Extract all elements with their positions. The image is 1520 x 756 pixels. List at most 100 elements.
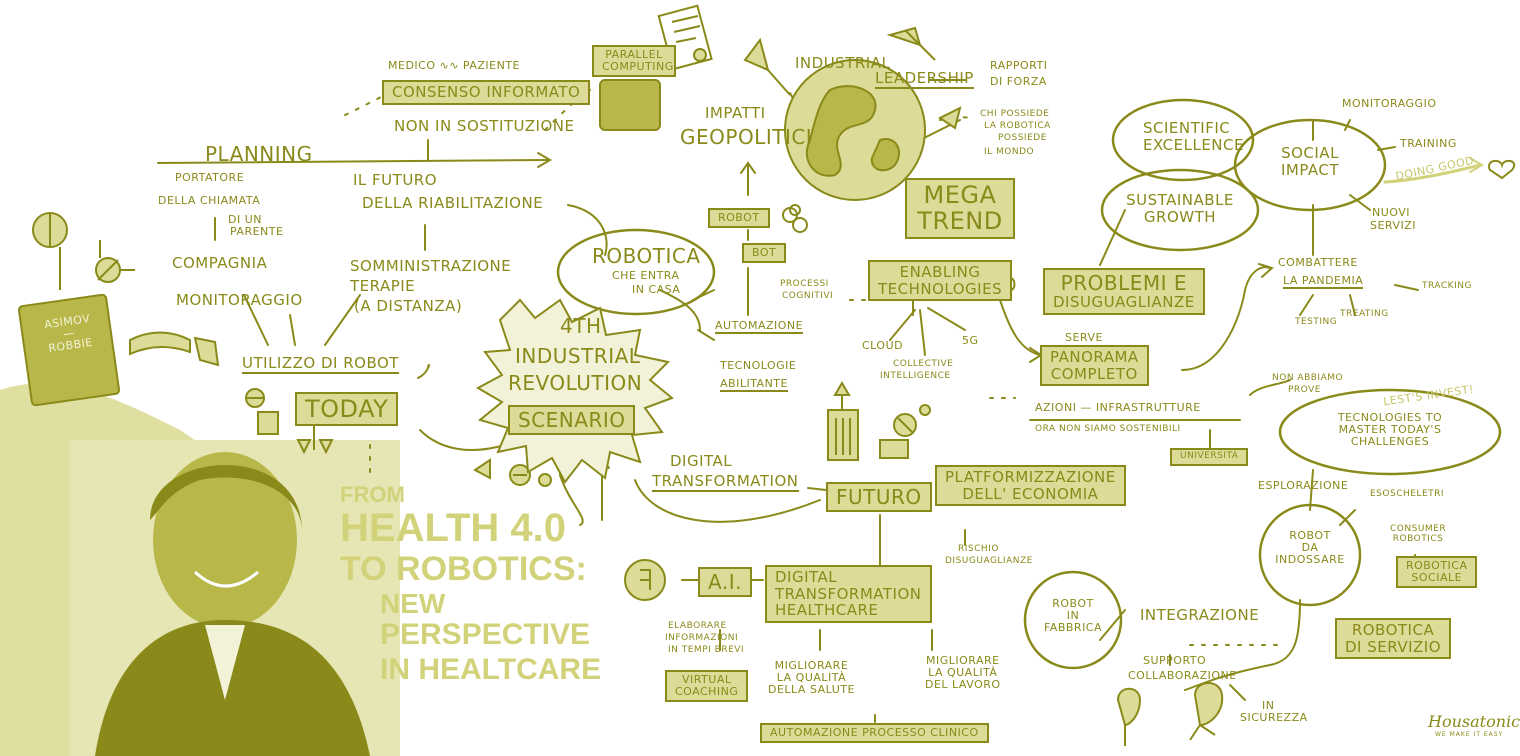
parallel-computing-box: PARALLEL COMPUTING bbox=[592, 45, 676, 78]
robotica-servizio-box: ROBOTICA DI SERVIZIO bbox=[1335, 618, 1452, 659]
compagnia-label: COMPAGNIA bbox=[172, 254, 268, 272]
di-forza-label: DI FORZA bbox=[990, 75, 1047, 88]
disuguaglianze-label: DISUGUAGLIANZE bbox=[1053, 293, 1195, 311]
revolution-label: REVOLUTION bbox=[508, 371, 643, 395]
pandemia-label: la PANDEMIA bbox=[1283, 274, 1364, 290]
azioni-label: AZIONI — INFRASTRUTTURE bbox=[1035, 401, 1201, 414]
mega-trend-box: MEGA TREND bbox=[905, 178, 1015, 239]
robot-box: ROBOT bbox=[708, 208, 770, 229]
robot-fabbrica-block: ROBOT IN FABBRICA bbox=[1040, 597, 1106, 635]
completo-label: COMPLETO bbox=[1050, 364, 1138, 383]
challenges-label: CHALLENGES bbox=[1350, 435, 1430, 449]
virtual-label: VIRTUAL bbox=[681, 673, 732, 686]
migliorare-lavoro-line1: MIGLIORARE bbox=[925, 654, 1000, 667]
il-mondo-label: IL MONDO bbox=[984, 147, 1035, 157]
integrazione-label: INTEGRAZIONE bbox=[1140, 606, 1260, 624]
migliorare-lavoro-line3: del LAVORO bbox=[925, 678, 1001, 692]
five-g-label: 5G bbox=[962, 334, 979, 347]
robot-indossare-line3: INDOSSARE bbox=[1275, 553, 1345, 567]
social-impact-block: SOCIAL IMPACT bbox=[1268, 145, 1352, 178]
cloud-label: CLOUD bbox=[862, 339, 904, 352]
planning-label: PLANNING bbox=[205, 142, 313, 166]
processi-label: PROCESSI bbox=[780, 279, 829, 289]
burst-shape bbox=[475, 298, 674, 484]
migliorare-salute-line3: della SALUTE bbox=[768, 683, 855, 697]
distanza-label: (a DISTANZA) bbox=[354, 297, 463, 315]
problemi-label: PROBLEMI e bbox=[1060, 271, 1188, 295]
hero-new: NEW bbox=[380, 588, 446, 619]
industrial-revolution-label: INDUSTRIAL bbox=[515, 344, 641, 368]
dt-healthcare-box: DIGITAL TRANSFORMATION HEALTHCARE bbox=[765, 565, 932, 623]
treating-label: TREATING bbox=[1340, 309, 1389, 319]
elaborare-label: ELABORARE bbox=[668, 621, 727, 631]
leadership-label: LEADERSHIP bbox=[875, 69, 974, 89]
economia-label: dell' ECONOMIA bbox=[962, 484, 1099, 503]
informazioni-label: INFORMAZIONI bbox=[665, 633, 739, 643]
platformizzazione-box: PLATFORMIZZAZIONE dell' ECONOMIA bbox=[935, 465, 1126, 506]
robot-indossare-block: ROBOT DA INDOSSARE bbox=[1270, 529, 1350, 567]
monitoraggio-left-label: MONITORAGGIO bbox=[176, 291, 303, 309]
social-label: SOCIAL bbox=[1281, 144, 1339, 162]
panorama-label: PANORAMA bbox=[1050, 348, 1139, 366]
trend-label: TREND bbox=[917, 207, 1003, 236]
hero-to-robotics: to ROBOTICS: bbox=[340, 550, 587, 588]
brand-logo: Housatonic bbox=[1428, 712, 1520, 731]
excellence-label: EXCELLENCE bbox=[1143, 135, 1244, 154]
tecnologies-to-label: TECNOLOGIES TO bbox=[1337, 411, 1443, 424]
collaborazione-label: COLLABORAZIONE bbox=[1128, 669, 1237, 682]
tracking-label: TRACKING bbox=[1422, 281, 1472, 291]
migliorare-lavoro-line2: la QUALITÀ bbox=[928, 666, 998, 680]
problemi-box: PROBLEMI e DISUGUAGLIANZE bbox=[1043, 268, 1205, 315]
industrial-label: INDUSTRIAL bbox=[795, 54, 891, 72]
digital-label: DIGITAL bbox=[670, 452, 733, 470]
sustainable-label: SUSTAINABLE bbox=[1126, 191, 1234, 209]
non-abbiamo-label: NON ABBIAMO bbox=[1272, 373, 1344, 383]
head-icon bbox=[624, 559, 1224, 746]
dt-healthcare-line3: HEALTHCARE bbox=[775, 601, 879, 619]
robot-arm-icon bbox=[17, 212, 220, 407]
robotica-sociale-line2: SOCIALE bbox=[1411, 571, 1463, 585]
training-label: TRAINING bbox=[1400, 137, 1457, 150]
possiede-label: POSSIEDE bbox=[998, 133, 1047, 143]
growth-label: GROWTH bbox=[1143, 207, 1217, 226]
la-robotica-label: LA ROBOTICA bbox=[984, 121, 1051, 131]
combattere-label: COMBATTERE bbox=[1278, 256, 1358, 269]
migliorare-salute-line2: LA QUALITÀ bbox=[776, 671, 847, 685]
robotica-sociale-box: ROBOTICA SOCIALE bbox=[1396, 556, 1478, 589]
robot-icon bbox=[245, 204, 931, 487]
monitoraggio-right-label: MONITORAGGIO bbox=[1342, 97, 1437, 110]
robot-fabbrica-line2: IN bbox=[1066, 609, 1080, 623]
mega-label: MEGA bbox=[923, 181, 997, 209]
rischio-disuguaglianze-label: DISUGUAGLIANZE bbox=[945, 556, 1033, 566]
robotica-ellipse bbox=[556, 228, 716, 316]
intelligence-label: INTELLIGENCE bbox=[880, 371, 951, 381]
impact-label: IMPACT bbox=[1280, 160, 1340, 179]
rapporti-label: RAPPORTI bbox=[990, 59, 1048, 72]
dt-healthcare-line1: DIGITAL bbox=[775, 568, 838, 586]
robotica-servizio-line2: DI SERVIZIO bbox=[1345, 637, 1442, 656]
portatore-label: PORTATORE bbox=[175, 171, 245, 184]
panorama-box: PANORAMA COMPLETO bbox=[1040, 345, 1149, 386]
tecnologie-label: TECNOLOGIE bbox=[720, 359, 797, 372]
flag-icon bbox=[743, 37, 770, 72]
robot-fabbrica-circle bbox=[1023, 570, 1123, 670]
scenario-box: SCENARIO bbox=[508, 405, 636, 435]
robot-fabbrica-line3: FABBRICA bbox=[1043, 621, 1103, 635]
servizi-label: SERVIZI bbox=[1370, 219, 1417, 232]
robot-fabbrica-line1: ROBOT bbox=[1052, 597, 1094, 610]
fourth-label: 4TH bbox=[560, 314, 602, 338]
platformizzazione-label: PLATFORMIZZAZIONE bbox=[945, 468, 1116, 486]
sustainable-ellipse bbox=[1100, 168, 1260, 252]
non-sostituzione-label: NON IN SOSTITUZIONE bbox=[394, 117, 575, 135]
parallel-label: PARALLEL bbox=[605, 48, 663, 61]
esoscheletri-label: ESOSCHELETRI bbox=[1370, 489, 1445, 499]
utilizzo-robot-label: UTILIZZO DI ROBOT bbox=[242, 354, 399, 374]
parente-label: PARENTE bbox=[230, 225, 284, 238]
hero-health: HEALTH 4.0 bbox=[340, 506, 566, 550]
robot-indossare-line1: ROBOT bbox=[1289, 529, 1331, 542]
virtual-coaching-box: VIRTUAL COACHING bbox=[665, 670, 749, 703]
flag-icon bbox=[938, 106, 962, 130]
today-box: TODAY bbox=[295, 392, 399, 427]
